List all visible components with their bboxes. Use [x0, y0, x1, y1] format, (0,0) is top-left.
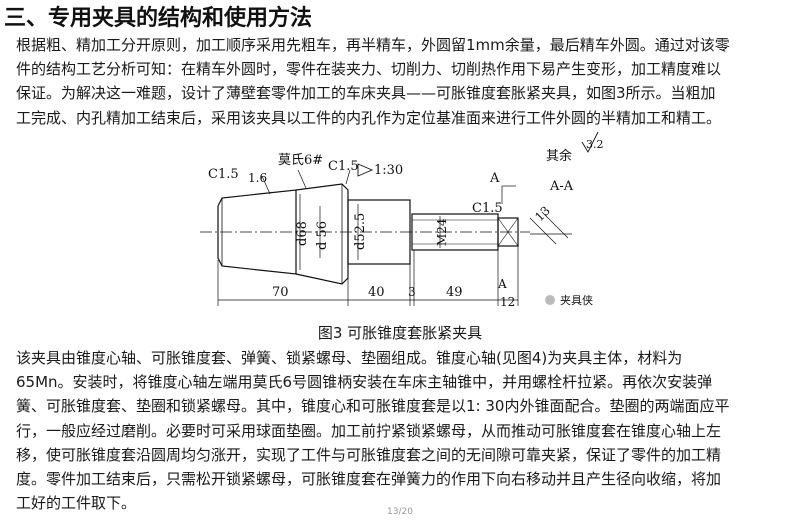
paragraph-line: 移，使可胀锥度套沿圆周均匀涨开，实现了工件与可胀锥度套之间的无间隙可靠夹紧，保证… — [16, 445, 722, 464]
paragraph-line: 簧、可胀锥度套、垫圈和锁紧螺母。其中，锥度心和可胀锥度套是以1: 30内外锥面配… — [16, 397, 730, 416]
paragraph-line: 保证。为解决这一难题，设计了薄壁套零件加工的车床夹具——可胀锥度套胀紧夹具，如图… — [16, 84, 716, 103]
label-rest-roughness: 3.2 — [586, 138, 604, 151]
label-dim-3: 3 — [408, 285, 416, 299]
label-c15-mid: C1.5 — [328, 159, 359, 174]
label-d68: d68 — [295, 221, 310, 246]
mandrel-step — [347, 199, 411, 265]
technical-drawing-svg: C1.5 1.6 莫氏6# C1.5 1:30 其余 3.2 A A-A C1.… — [200, 131, 604, 309]
label-section-aa: A-A — [549, 179, 574, 194]
paragraph-line: 65Mn。安装时，将锥度心轴左端用莫氏6号圆锥柄安装在车床主轴锥中，并用螺栓杆拉… — [16, 373, 713, 392]
label-c15-right: C1.5 — [472, 201, 503, 216]
paragraph-line: 行，一般应经过磨削。必要时可采用球面垫圈。加工前拧紧锁紧螺母，从而推动可胀锥度套… — [16, 421, 722, 440]
label-d56: d 56 — [315, 221, 330, 250]
label-c15-left: C1.5 — [208, 167, 239, 182]
section-heading: 三、专用夹具的结构和使用方法 — [4, 6, 313, 31]
watermark: 夹具侠 — [545, 294, 593, 307]
label-roughness-16: 1.6 — [248, 171, 267, 185]
label-rest: 其余 — [546, 148, 572, 164]
paragraph-line: 根据粗、精加工分开原则，加工顺序采用先粗车，再半精车，外圆留1mm余量，最后精车… — [16, 36, 730, 54]
label-section-a: A — [489, 171, 500, 186]
square-end — [497, 217, 519, 247]
label-dim-49: 49 — [446, 285, 463, 300]
label-section-a-bottom: A — [497, 277, 507, 291]
body-paragraph: 该夹具由锥度心轴、可胀锥度套、弹簧、锁紧螺母、垫圈组成。锥度心轴(见图4)为夹具… — [16, 346, 791, 515]
label-taper-ratio: 1:30 — [374, 163, 403, 178]
label-dim-40: 40 — [368, 285, 385, 300]
paragraph-line: 件的结构工艺分析可知：在精车外圆时，零件在装夹力、切削力、切削热作用下易产生变形… — [16, 60, 722, 79]
label-morse-taper: 莫氏6# — [278, 153, 323, 168]
label-d525: d52.5 — [353, 213, 368, 250]
label-chamfer-13: 13 — [532, 203, 553, 224]
page-number: 13/20 — [387, 507, 413, 517]
paragraph-line: 度。零件加工结束后，只需松开锁紧螺母，可胀锥度套在弹簧力的作用下向右移动并且产生… — [16, 470, 722, 489]
label-m24: M24 — [435, 218, 449, 246]
paragraph-line: 工完成、内孔精加工结束后，采用该夹具以工件的内孔作为定位基准面来进行工件外圆的半… — [16, 108, 722, 127]
watermark-text: 夹具侠 — [560, 294, 593, 307]
fixture-drawing: C1.5 1.6 莫氏6# C1.5 1:30 其余 3.2 A A-A C1.… — [200, 128, 620, 318]
label-dim-70: 70 — [272, 285, 289, 300]
intro-paragraph: 根据粗、精加工分开原则，加工顺序采用先粗车，再半精车，外圆留1mm余量，最后精车… — [16, 33, 791, 130]
label-dim-12: 12 — [500, 295, 515, 309]
figure-caption: 图3 可胀锥度套胀紧夹具 — [317, 324, 483, 342]
paragraph-line: 该夹具由锥度心轴、可胀锥度套、弹簧、锁紧螺母、垫圈组成。锥度心轴(见图4)为夹具… — [16, 349, 683, 367]
paragraph-line: 工好的工件取下。 — [16, 494, 137, 513]
